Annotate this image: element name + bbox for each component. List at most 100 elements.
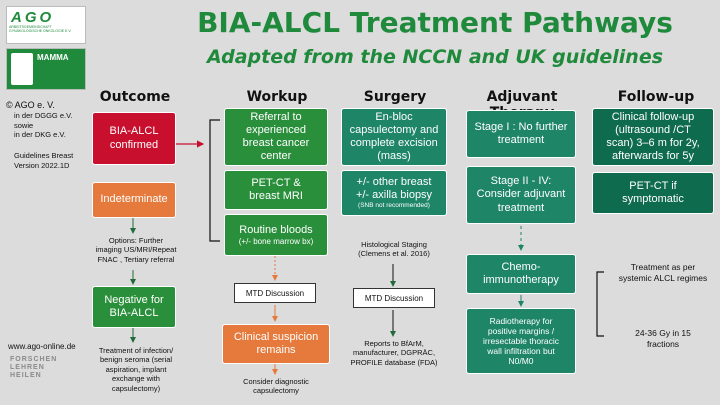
bloods-line1: Routine bloods [239, 223, 313, 236]
col-header-surgery: Surgery [363, 89, 427, 105]
negative-line2: BIA-ALCL [109, 307, 159, 319]
followup-petct-line1: PET-CT if [629, 179, 677, 192]
col-header-workup: Workup [246, 89, 308, 105]
consider-line2: capsulectomy [253, 386, 299, 396]
surgery-mtd-discussion-box[interactable]: MTD Discussion [353, 288, 435, 308]
page-title: BIA-ALCL Treatment Pathways [197, 6, 673, 39]
stage2-box[interactable]: Stage II - IV: Consider adjuvant treatme… [466, 166, 576, 224]
motto-forschen: FORSCHEN [10, 356, 58, 363]
sidebar-website[interactable]: www.ago-online.de [8, 342, 76, 351]
stage2-line2: Consider adjuvant [476, 188, 566, 201]
systemic-line2: systemic ALCL regimes [618, 272, 708, 283]
systemic-line1: Treatment as per [630, 262, 696, 272]
page-subtitle: Adapted from the NCCN and UK guidelines [206, 46, 664, 68]
clinical-line1: Clinical follow-up [611, 110, 695, 123]
motto: FORSCHEN LEHREN HEILEN [10, 356, 57, 380]
ago-logo: AGO ARBEITSGEMEINSCHAFT GYNÄKOLOGISCHE O… [6, 6, 86, 44]
enbloc-line2: capsulectomy and [349, 123, 439, 136]
negative-line1: Negative for [104, 293, 164, 306]
gy-line1: 24-36 Gy in 15 [635, 328, 691, 338]
chemo-line2: immunotherapy [483, 274, 559, 286]
radio-line1: Radiotherapy for [489, 315, 553, 326]
mamma-logo: MAMMA [6, 48, 86, 90]
suspicion-line2: remains [256, 344, 296, 356]
bloods-line2: (+/- bone marrow bx) [238, 236, 314, 246]
options-line3: FNAC , Tertiary referral [97, 254, 175, 264]
ago-logo-text: AGO [11, 9, 55, 26]
reports-text: Reports to BfArM, manufacturer, DGPRÄC, … [341, 339, 447, 367]
radio-line2: positive margins / [487, 325, 555, 336]
clinical-line2: (ultrasound /CT [615, 123, 691, 136]
bia-alcl-confirmed-box[interactable]: BIA-ALCL confirmed [92, 112, 176, 165]
staging-line1: Histological Staging [361, 240, 427, 249]
indeterminate-box[interactable]: Indeterminate [92, 182, 176, 218]
staging-line2: (Clemens et al. 2016) [358, 249, 430, 259]
treat-line2: benign seroma (serial [99, 355, 173, 365]
mamma-logo-badge [11, 53, 33, 85]
clinical-suspicion-box[interactable]: Clinical suspicion remains [222, 324, 330, 364]
followup-petct-box[interactable]: PET-CT if symptomatic [592, 172, 714, 214]
systemic-treatment-text: Treatment as per systemic ALCL regimes [606, 262, 720, 283]
other-line2: +/- axilla biopsy [355, 189, 433, 202]
sidebar-line3: in der DKG e.V. [14, 130, 66, 139]
sidebar-org: © AGO e. V. [6, 100, 55, 110]
sidebar-version: Version 2022.1D [14, 160, 70, 170]
gy-line2: fractions [646, 338, 680, 349]
options-text: Options: Further imaging US/MRI/Repeat F… [84, 236, 188, 264]
ago-logo-subline: ARBEITSGEMEINSCHAFT GYNÄKOLOGISCHE ONKOL… [9, 25, 72, 33]
followup-petct-line2: symptomatic [622, 193, 684, 205]
indeterminate-label: Indeterminate [100, 193, 168, 206]
enbloc-line3: complete excision [350, 137, 438, 149]
consider-capsulectomy-text: Consider diagnostic capsulectomy [222, 377, 330, 396]
reports-line3: PROFILE database (FDA) [350, 357, 438, 367]
routine-bloods-box[interactable]: Routine bloods (+/- bone marrow bx) [224, 214, 328, 256]
options-line1: Options: Further [108, 236, 164, 245]
sidebar-guidelines: Guidelines Breast [14, 151, 74, 161]
radio-line4: wall infiltration but [487, 346, 555, 357]
petct-line1: PET-CT & [251, 176, 301, 189]
stage2-line3: treatment [497, 201, 545, 214]
referral-line3: breast cancer [242, 137, 310, 149]
motto-heilen: HEILEN [10, 372, 42, 380]
clinical-line4: afterwards for 5y [612, 150, 694, 163]
stage1-line2: treatment [497, 134, 545, 146]
petct-mri-box[interactable]: PET-CT & breast MRI [224, 170, 328, 210]
chemo-immunotherapy-box[interactable]: Chemo- immunotherapy [466, 254, 576, 294]
radio-line3: irresectable thoracic [482, 335, 560, 346]
suspicion-line1: Clinical suspicion [233, 330, 319, 343]
other-line1: +/- other breast [356, 175, 432, 188]
radio-line5: N0/M0 [508, 356, 534, 367]
referral-line4: center [260, 150, 292, 163]
referral-line1: Referral to [250, 110, 302, 123]
confirmed-line2: confirmed [109, 138, 159, 151]
treat-line1: Treatment of infection/ [98, 346, 174, 355]
stage1-line1: Stage I : No further [474, 120, 568, 133]
other-breast-box[interactable]: +/- other breast +/- axilla biopsy (SNB … [341, 170, 447, 216]
treat-line4: exchange with [112, 374, 160, 384]
enbloc-line4: (mass) [377, 150, 411, 163]
stage1-box[interactable]: Stage I : No further treatment [466, 110, 576, 158]
histological-staging-text: Histological Staging (Clemens et al. 201… [341, 240, 447, 259]
gy-fractions-text: 24-36 Gy in 15 fractions [606, 328, 720, 349]
reports-line1: Reports to BfArM, [364, 339, 424, 348]
sidebar-line1: in der DGGG e.V. [14, 111, 73, 121]
followup-bracket [596, 271, 604, 337]
mamma-logo-text: MAMMA [37, 53, 69, 62]
other-line3: (SNB not recommended) [358, 202, 430, 210]
treat-line3: aspiration, implant [105, 364, 167, 374]
enbloc-box[interactable]: En-bloc capsulectomy and complete excisi… [341, 108, 447, 166]
consider-line1: Consider diagnostic [243, 377, 309, 386]
treat-line5: capsulectomy) [111, 383, 161, 393]
chemo-line1: Chemo- [501, 260, 541, 273]
petct-line2: breast MRI [249, 190, 303, 202]
sidebar-info: © AGO e. V. in der DGGG e.V. sowie in de… [6, 100, 106, 170]
workup-bracket [209, 119, 220, 242]
workup-mtd-discussion-box[interactable]: MTD Discussion [234, 283, 316, 303]
clinical-followup-box[interactable]: Clinical follow-up (ultrasound /CT scan)… [592, 108, 714, 166]
radiotherapy-box[interactable]: Radiotherapy for positive margins / irre… [466, 308, 576, 374]
negative-box[interactable]: Negative for BIA-ALCL [92, 286, 176, 328]
enbloc-line1: En-bloc [375, 110, 413, 123]
options-line2: imaging US/MRI/Repeat [95, 245, 177, 255]
referral-box[interactable]: Referral to experienced breast cancer ce… [224, 108, 328, 166]
